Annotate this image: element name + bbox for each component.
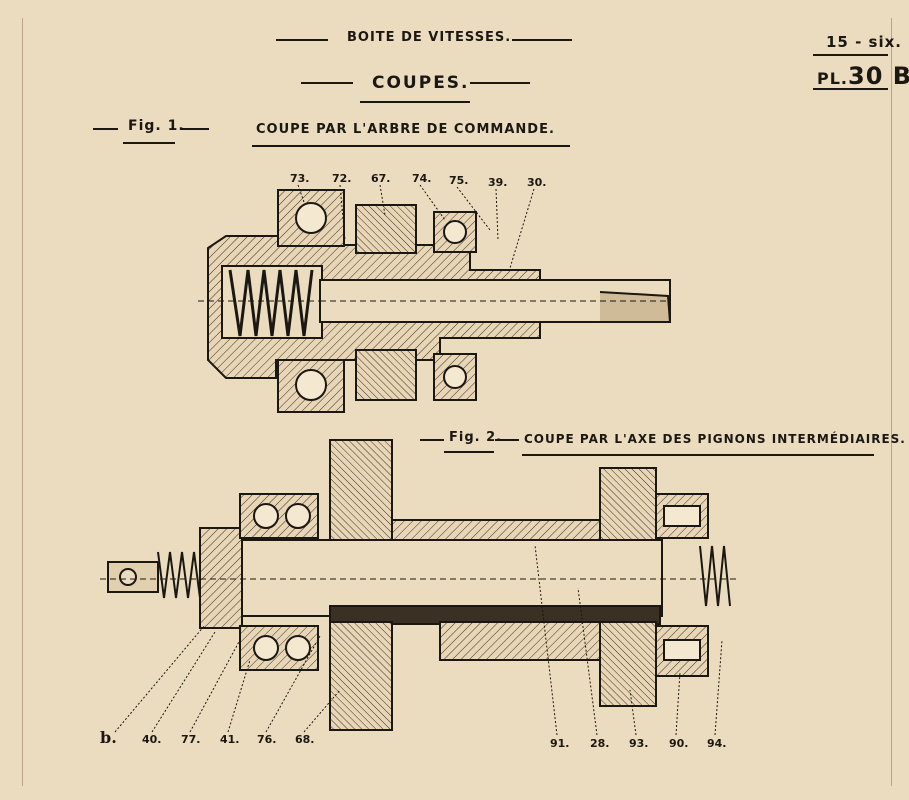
fig2-gear-68-lower — [329, 621, 393, 731]
figure1-drawing — [198, 184, 672, 413]
figure2-drawing — [100, 439, 740, 736]
fig1-bearing-lower-right — [433, 353, 477, 401]
callout-68: 68. — [295, 733, 315, 746]
fig1-bearing-74 — [433, 211, 477, 253]
fig2-gear-93 — [599, 467, 657, 541]
callout-93: 93. — [629, 737, 649, 750]
fig2-stub — [107, 561, 159, 593]
fig2-bearing-90 — [655, 493, 709, 539]
cap2-underline — [522, 454, 874, 456]
callout-76: 76. — [257, 733, 277, 746]
callout-73: 73. — [290, 172, 310, 185]
plate-prefix: PL. — [817, 69, 848, 88]
figure2-caption: COUPE PAR L'AXE DES PIGNONS INTERMÉDIAIR… — [524, 432, 906, 446]
cap1-underline — [252, 145, 570, 147]
fig2-underline — [444, 451, 494, 453]
title-rule-left — [301, 82, 353, 84]
title-rule-right — [470, 82, 530, 84]
callout-b: b. — [100, 728, 117, 747]
fig2-nut-left — [199, 527, 243, 629]
fig2-rule-left — [420, 439, 444, 441]
figure1-label: Fig. 1. — [128, 118, 185, 134]
callout-90: 90. — [669, 737, 689, 750]
fig1-leaders — [297, 184, 535, 269]
fig1-rule-right — [181, 128, 209, 130]
callout-74: 74. — [412, 172, 432, 185]
callout-67: 67. — [371, 172, 391, 185]
fig1-gear-67-lower — [355, 349, 417, 401]
callout-77: 77. — [181, 733, 201, 746]
fig2-gear-middle-lower — [439, 621, 601, 661]
title-underline — [360, 101, 470, 103]
plate-number-rule — [813, 88, 888, 90]
fig1-shaft-tip — [599, 291, 672, 323]
fig2-gear-middle — [391, 519, 601, 541]
fig2-gear-68 — [329, 439, 393, 541]
callout-41: 41. — [220, 733, 240, 746]
callout-40: 40. — [142, 733, 162, 746]
fig2-thread-right — [699, 545, 731, 607]
fig2-gear-93-lower — [599, 621, 657, 707]
fig2-shaft — [241, 539, 663, 617]
fig1-bearing-lower-left — [277, 359, 345, 413]
fig2-bearing-41 — [239, 493, 319, 539]
fig1-underline — [123, 142, 175, 144]
callout-75: 75. — [449, 174, 469, 187]
callout-39: 39. — [488, 176, 508, 189]
figure2-label: Fig. 2. — [449, 430, 503, 445]
callout-94: 94. — [707, 737, 727, 750]
fig1-gear-67 — [355, 204, 417, 254]
header-rule-right — [512, 39, 572, 41]
main-title: COUPES. — [372, 73, 470, 93]
plate-code: 15 - six. — [826, 33, 902, 51]
figure1-caption: COUPE PAR L'ARBRE DE COMMANDE. — [256, 122, 555, 137]
callout-72: 72. — [332, 172, 352, 185]
fig1-spring — [228, 269, 314, 337]
plate-frame — [22, 18, 892, 786]
callout-91: 91. — [550, 737, 570, 750]
fig2-eye — [119, 568, 137, 586]
plate-code-rule — [813, 54, 888, 56]
fig2-bearing-41-lower — [239, 625, 319, 671]
fig2-bearing-90-lower — [655, 625, 709, 677]
plate-number: 30 B. — [848, 62, 909, 90]
callout-28: 28. — [590, 737, 610, 750]
callout-30: 30. — [527, 176, 547, 189]
section-title: BOITE DE VITESSES. — [347, 30, 512, 45]
fig1-rule-left — [93, 128, 118, 130]
header-rule-left — [276, 39, 328, 41]
fig1-bearing-73 — [277, 189, 345, 247]
fig2-rule-right — [495, 439, 519, 441]
fig2-thread-left — [157, 551, 201, 599]
fig2-leaders — [114, 544, 723, 736]
plate-label: PL.30 B. — [817, 62, 909, 90]
